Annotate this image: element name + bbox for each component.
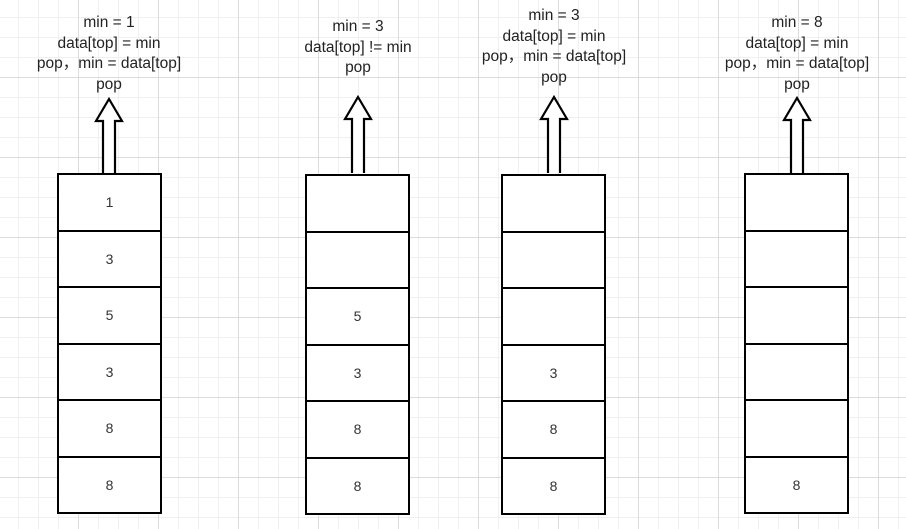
stack-cell: 3	[59, 342, 160, 400]
caption-line: data[top] = min	[57, 34, 161, 52]
pop-arrow-icon	[94, 96, 124, 175]
stack-cell	[503, 176, 604, 231]
stack-4: 8	[744, 173, 849, 514]
stack-cell	[503, 287, 604, 344]
stack-cell	[307, 230, 408, 288]
caption-line: pop	[541, 68, 567, 86]
caption-line: pop	[784, 75, 810, 93]
pop-arrow-icon	[539, 94, 569, 173]
caption-line: min = 1	[83, 14, 135, 31]
caption-line: data[top] = min	[745, 34, 849, 52]
stack-group-2: min = 3 data[top] != min pop 5 3 8 8	[263, 0, 453, 529]
stack-group-3: min = 3 data[top] = min pop，min = data[t…	[459, 0, 649, 529]
caption-line: min = 8	[771, 14, 823, 31]
stack-1-caption: min = 1 data[top] = min pop，min = data[t…	[14, 13, 204, 95]
stack-cell	[746, 342, 847, 400]
stack-cell: 8	[59, 399, 160, 456]
caption-line: pop，min = data[top]	[724, 55, 870, 72]
stack-cell: 8	[503, 456, 604, 514]
stack-cell	[746, 175, 847, 230]
stack-cell	[503, 230, 604, 288]
stack-cell: 1	[105, 194, 114, 211]
caption-line: pop	[345, 59, 371, 76]
stack-3: 3 8 8	[501, 174, 606, 515]
stack-cell: 8	[307, 400, 408, 457]
caption-line: data[top] != min	[304, 38, 412, 56]
stack-cell: 8	[746, 455, 847, 513]
stack-group-1: min = 1 data[top] = min pop，min = data[t…	[14, 0, 204, 529]
caption-line: pop，min = data[top]	[36, 55, 182, 72]
stack-group-4: min = 8 data[top] = min pop，min = data[t…	[702, 0, 892, 529]
pop-arrow-icon	[343, 94, 373, 173]
stack-cell	[746, 229, 847, 287]
caption-line: pop，min = data[top]	[481, 48, 627, 65]
stack-cell	[746, 399, 847, 456]
caption-line: min = 3	[528, 7, 580, 24]
caption-line: pop	[96, 75, 122, 93]
stack-3-caption: min = 3 data[top] = min pop，min = data[t…	[459, 6, 649, 88]
stack-cell: 8	[307, 456, 408, 514]
stack-cell: 3	[59, 229, 160, 287]
caption-line: data[top] = min	[502, 27, 606, 45]
stack-cell: 8	[59, 455, 160, 513]
stack-4-caption: min = 8 data[top] = min pop，min = data[t…	[702, 13, 892, 95]
stack-2: 5 3 8 8	[305, 174, 410, 515]
stack-cell: 3	[307, 343, 408, 401]
stack-2-caption: min = 3 data[top] != min pop	[263, 17, 453, 79]
stack-cell	[746, 286, 847, 343]
pop-arrow-icon	[782, 95, 812, 174]
stack-cell	[307, 176, 408, 231]
stack-cell: 8	[503, 400, 604, 457]
stack-1: 1 3 5 3 8 8	[57, 173, 162, 514]
stack-cell: 5	[307, 287, 408, 344]
stack-cell: 5	[59, 286, 160, 343]
stack-cell: 3	[503, 343, 604, 401]
caption-line: min = 3	[332, 18, 384, 35]
